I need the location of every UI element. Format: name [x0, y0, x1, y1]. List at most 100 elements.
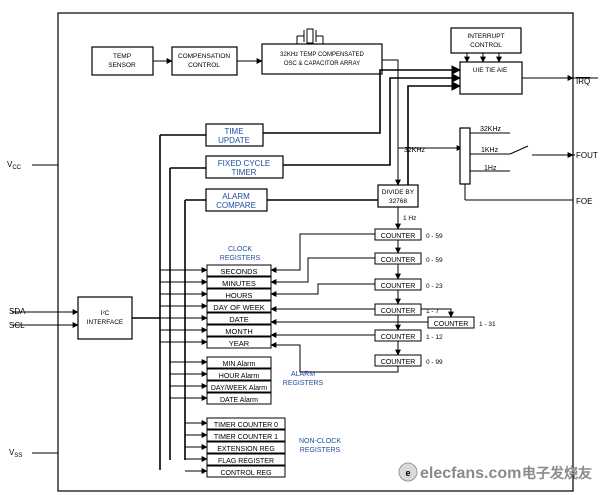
i2c-line1: I²C: [101, 310, 110, 317]
pin-foe: FOE: [576, 197, 592, 206]
counter-year: COUNTER 0 - 99: [374, 354, 443, 367]
nonclock-registers-title2: REGISTERS: [300, 447, 341, 454]
counter-label: COUNTER: [381, 233, 416, 240]
counter-range: 1 - 12: [426, 334, 443, 341]
interrupt-line1: INTERRUPT: [467, 33, 504, 40]
register-date-alarm: DATE Alarm: [206, 392, 272, 405]
register-label: HOUR Alarm: [219, 373, 260, 380]
chip-outline: [57, 12, 574, 492]
time-update-line2: UPDATE: [218, 136, 250, 145]
counter-month: COUNTER 1 - 12: [374, 329, 443, 342]
counter-hours: COUNTER 0 - 23: [374, 278, 443, 291]
counter-label: COUNTER: [381, 257, 416, 264]
fixed-cycle-timer-block: FIXED CYCLE TIMER: [205, 155, 284, 179]
alarm-registers-title1: ALARM: [291, 371, 315, 378]
compensation-control-block: COMPENSATION CONTROL: [171, 46, 238, 76]
register-label: TIMER COUNTER 0: [214, 422, 278, 429]
sw-32khz: 32KHz: [480, 126, 502, 133]
counter-range: 1 - 31: [479, 321, 496, 328]
watermark-logo-icon: e: [405, 468, 410, 478]
register-label: MIN Alarm: [223, 361, 256, 368]
counter-range: 1 - 7: [426, 308, 439, 315]
interrupt-line2: CONTROL: [470, 42, 502, 49]
nonclock-register-list: TIMER COUNTER 0 TIMER COUNTER 1 EXTENSIO…: [206, 417, 286, 478]
time-update-block: TIME UPDATE: [205, 123, 264, 147]
one-hz-label: 1 Hz: [403, 215, 416, 222]
oscillator-block: 32KHz TEMP COMPENSATED OSC & CAPACITOR A…: [261, 43, 383, 75]
register-dayweek-alarm: DAY/WEEK Alarm: [206, 380, 272, 393]
register-min-alarm: MIN Alarm: [206, 356, 272, 369]
register-day-of-week: DAY OF WEEK: [206, 300, 272, 313]
register-label: FLAG REGISTER: [218, 458, 274, 465]
i2c-interface-block: I²C INTERFACE: [77, 296, 133, 340]
register-seconds: SECONDS: [206, 264, 272, 277]
fixed-cycle-line2: TIMER: [232, 168, 257, 177]
temp-sensor-line1: TEMP: [113, 53, 131, 60]
osc-line2: OSC & CAPACITOR ARRAY: [284, 61, 360, 67]
alarm-register-list: MIN Alarm HOUR Alarm DAY/WEEK Alarm DATE…: [206, 356, 272, 405]
divider-line1: DIVIDE BY: [382, 189, 415, 196]
nonclock-registers-title1: NON-CLOCK: [299, 438, 341, 445]
counter-label: COUNTER: [381, 359, 416, 366]
pin-sda: SDA: [9, 307, 26, 316]
sw-1hz: 1Hz: [484, 165, 497, 172]
sw-1khz: 1KHz: [481, 147, 499, 154]
register-label: YEAR: [229, 339, 250, 348]
clock-register-list: SECONDS MINUTES HOURS DAY OF WEEK DATE M…: [206, 264, 272, 349]
register-label: DAY/WEEK Alarm: [211, 385, 267, 392]
pin-vcc: VCC: [7, 160, 22, 171]
divider-block: DIVIDE BY 32768: [377, 184, 419, 208]
counter-range: 0 - 59: [426, 257, 443, 264]
fixed-cycle-line1: FIXED CYCLE: [218, 159, 270, 168]
interrupt-control-block: INTERRUPT CONTROL: [450, 27, 522, 54]
uie-tie-aie-block: UIE TIE AIE: [459, 61, 523, 95]
register-label: DATE: [229, 315, 248, 324]
counter-label: COUNTER: [434, 321, 469, 328]
time-update-line1: TIME: [224, 127, 243, 136]
register-flag: FLAG REGISTER: [206, 453, 286, 466]
compensation-line2: CONTROL: [188, 62, 220, 69]
counter-range: 0 - 59: [426, 233, 443, 240]
register-control: CONTROL REG: [206, 465, 286, 478]
counter-label: COUNTER: [381, 334, 416, 341]
alarm-compare-block: ALARM COMPARE: [205, 188, 268, 212]
register-label: MONTH: [225, 327, 253, 336]
register-hours: HOURS: [206, 288, 272, 301]
counter-list: COUNTER 0 - 59 COUNTER 0 - 59 COUNTER 0 …: [374, 228, 496, 367]
uie-tie-aie-label: UIE TIE AIE: [473, 67, 508, 74]
freq-32khz-line: 32KHz: [404, 147, 426, 154]
register-label: DATE Alarm: [220, 397, 258, 404]
clock-registers-title2: REGISTERS: [220, 255, 261, 262]
alarm-compare-line2: COMPARE: [216, 201, 256, 210]
alarm-registers-title2: REGISTERS: [283, 380, 324, 387]
pin-scl: SCL: [9, 321, 25, 330]
register-timer-counter-0: TIMER COUNTER 0: [206, 417, 286, 430]
alarm-compare-line1: ALARM: [222, 192, 250, 201]
register-month: MONTH: [206, 324, 272, 337]
counter-date: COUNTER 1 - 31: [427, 316, 496, 329]
pin-vss: VSS: [9, 448, 22, 459]
register-extension: EXTENSION REG: [206, 441, 286, 454]
register-timer-counter-1: TIMER COUNTER 1: [206, 429, 286, 442]
register-minutes: MINUTES: [206, 276, 272, 289]
counter-label: COUNTER: [381, 308, 416, 315]
register-label: MINUTES: [222, 279, 256, 288]
divider-line2: 32768: [389, 198, 407, 205]
counter-seconds: COUNTER 0 - 59: [374, 228, 443, 241]
pin-fout: FOUT: [576, 151, 598, 160]
temp-sensor-line2: SENSOR: [108, 62, 136, 69]
watermark-site: elecfans.com: [420, 465, 521, 482]
watermark-cn: 电子发烧友: [522, 465, 592, 481]
register-label: DAY OF WEEK: [213, 303, 264, 312]
pin-irq: IRQ: [576, 77, 590, 86]
temp-sensor-block: TEMP SENSOR: [91, 46, 154, 76]
i2c-line2: INTERFACE: [87, 319, 124, 326]
elecfans-watermark: e elecfans.com 电子发烧友: [398, 462, 592, 482]
register-date: DATE: [206, 312, 272, 325]
counter-label: COUNTER: [381, 283, 416, 290]
counter-range: 0 - 99: [426, 359, 443, 366]
fout-selector: 32KHz 1KHz 1Hz: [459, 126, 575, 201]
compensation-line1: COMPENSATION: [178, 53, 231, 60]
crystal-icon: [296, 28, 324, 44]
